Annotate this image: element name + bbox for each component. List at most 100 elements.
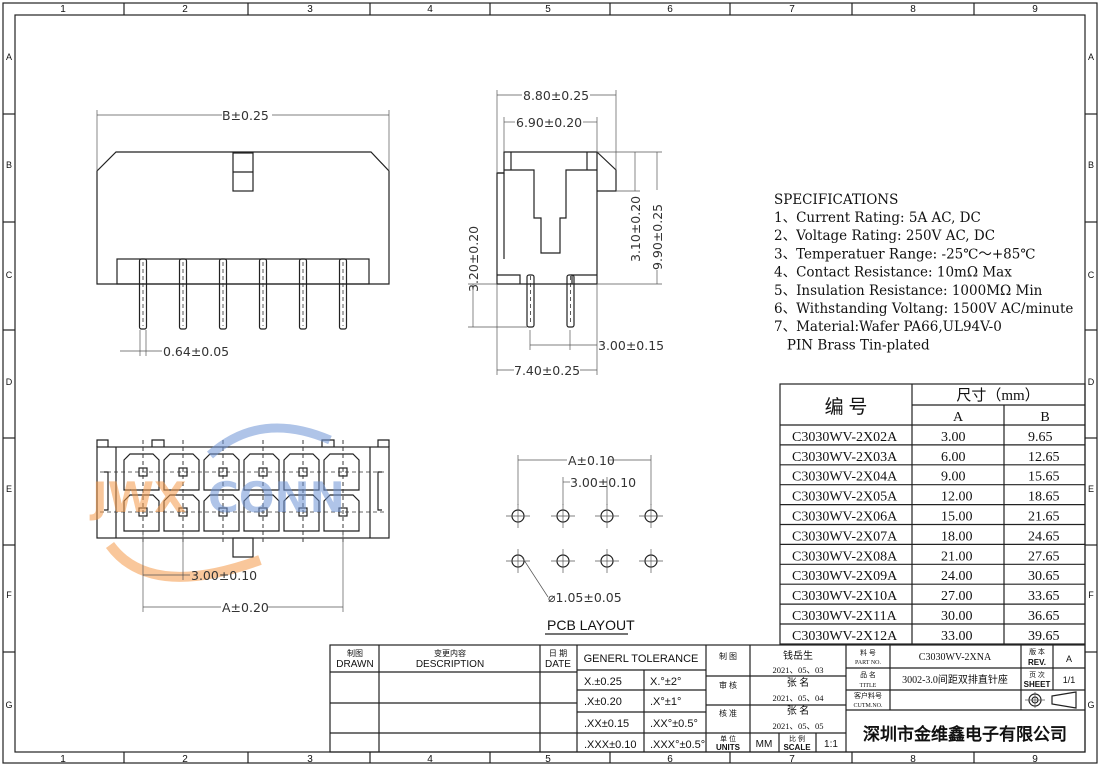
- pcb-hole: [639, 504, 663, 528]
- part-number-cell: C3030WV-2X08A: [792, 549, 898, 564]
- part-number-cell: C3030WV-2X03A: [792, 450, 898, 465]
- side-view: 8.80±0.25 6.90±0.20 3.10±0.20 9.90±0.25 …: [466, 88, 665, 378]
- linear-tolerance: .XXX±0.10: [584, 739, 637, 751]
- dimension-b-cell: 18.65: [1028, 490, 1060, 505]
- linear-tolerance: .XX±0.15: [584, 718, 629, 730]
- terminal-cavity: [243, 440, 280, 545]
- pcb-hole: [506, 549, 530, 573]
- spec-title: SPECIFICATIONS: [774, 192, 898, 208]
- sheet-value: 1/1: [1063, 675, 1076, 685]
- inner-width-dim: 6.90±0.20: [516, 115, 582, 130]
- bottom-span-dim: A±0.20: [222, 600, 269, 615]
- pin: [218, 258, 228, 330]
- scale-en: SCALE: [783, 743, 811, 752]
- spec-line: 1、Current Rating: 5A AC, DC: [774, 210, 981, 226]
- dimension-b-cell: 21.65: [1028, 510, 1060, 525]
- pcb-hole: [551, 549, 575, 573]
- title-cn: 品 名: [860, 670, 876, 679]
- column-marker-top: 3: [307, 4, 313, 15]
- pin: [258, 258, 268, 330]
- dimension-a-cell: 27.00: [941, 589, 973, 604]
- dimension-a-cell: 21.00: [941, 549, 973, 564]
- tolerance-title: GENERL TOLERANCE: [584, 653, 699, 665]
- pcb-layout-title: PCB LAYOUT: [547, 617, 635, 633]
- dimension-b-cell: 30.65: [1028, 569, 1060, 584]
- spec-line: PIN Brass Tin-plated: [774, 337, 930, 353]
- col-b-header: B: [1040, 410, 1049, 425]
- linear-tolerance: .X±0.20: [584, 696, 622, 708]
- approve-label: 核 准: [719, 708, 737, 718]
- title-block: 制图 DRAWN 变更内容 DESCRIPTION 日 期 DATE GENER…: [329, 644, 1086, 753]
- part-number-cell: C3030WV-2X11A: [792, 609, 898, 624]
- row-marker-right: D: [1088, 377, 1095, 387]
- drawn-label: 制 图: [719, 651, 737, 661]
- row-pitch-dim: 3.00±0.15: [598, 338, 664, 353]
- pin: [138, 258, 148, 330]
- col-a-header: A: [953, 410, 964, 425]
- dimension-b-cell: 15.65: [1028, 470, 1060, 485]
- dimension-b-cell: 33.65: [1028, 589, 1060, 604]
- part-number-cell: C3030WV-2X10A: [792, 589, 898, 604]
- check-date: 2021、05、04: [772, 693, 824, 703]
- column-marker-top: 7: [789, 4, 795, 15]
- row-marker-left: A: [6, 52, 12, 62]
- row-marker-left: G: [5, 700, 12, 710]
- column-marker-bottom: 7: [789, 754, 795, 765]
- part-number-cell: C3030WV-2X04A: [792, 470, 898, 485]
- dimension-a-cell: 15.00: [941, 510, 973, 525]
- approved-by: 张 名: [787, 704, 810, 717]
- rev-value: A: [1066, 654, 1072, 664]
- column-marker-top: 4: [427, 4, 433, 15]
- spec-line: 7、Material:Wafer PA66,UL94V-0: [774, 319, 1002, 335]
- dimension-a-cell: 30.00: [941, 609, 973, 624]
- sheet-cn: 页 次: [1029, 670, 1045, 679]
- angular-tolerance: X.°±2°: [650, 676, 681, 688]
- dimension-b-cell: 27.65: [1028, 549, 1060, 564]
- dimension-a-cell: 6.00: [941, 450, 966, 465]
- column-marker-bottom: 8: [910, 754, 916, 765]
- angular-tolerance: .XX°±0.5°: [650, 718, 698, 730]
- drawn-by: 钱岳生: [783, 649, 813, 662]
- pcb-pitch-dim: 3.00±0.10: [570, 475, 636, 490]
- row-marker-left: C: [6, 270, 13, 280]
- jwxconn-watermark: JWX CONN: [89, 423, 345, 582]
- date-cn: 日 期: [549, 649, 567, 658]
- sheet-en: SHEET: [1024, 680, 1051, 689]
- column-marker-bottom: 4: [427, 754, 433, 765]
- column-marker-top: 2: [182, 4, 188, 15]
- dimension-a-cell: 9.00: [941, 470, 966, 485]
- rev-en: REV.: [1028, 658, 1046, 667]
- scale-cn: 比 例: [789, 734, 805, 743]
- part-no-cn: 料 号: [860, 648, 876, 657]
- part-number-cell: C3030WV-2X05A: [792, 490, 898, 505]
- drawn-cn: 制图: [347, 648, 363, 658]
- pcb-hole: [506, 504, 530, 528]
- dimension-a-cell: 12.00: [941, 490, 973, 505]
- column-marker-top: 8: [910, 4, 916, 15]
- pcb-span-dim: A±0.10: [568, 453, 615, 468]
- description-cn: 变更内容: [434, 648, 466, 658]
- row-marker-left: E: [6, 484, 12, 494]
- specifications: SPECIFICATIONS 1、Current Rating: 5A AC, …: [774, 192, 1073, 353]
- table-row: C3030WV-2X05A 12.00 18.65: [780, 490, 1085, 506]
- column-marker-top: 5: [545, 4, 551, 15]
- row-marker-right: A: [1088, 52, 1094, 62]
- company-name: 深圳市金维鑫电子有限公司: [863, 724, 1067, 744]
- column-marker-top: 9: [1032, 4, 1038, 15]
- units-cn: 单 位: [720, 734, 736, 743]
- bottom-view: JWX CONN 3.00±0.10 A±0.20: [89, 423, 390, 615]
- part-number-header: 编 号: [825, 396, 868, 418]
- column-marker-bottom: 2: [182, 754, 188, 765]
- svg-text:CONN: CONN: [208, 473, 345, 522]
- row-marker-right: G: [1087, 700, 1094, 710]
- row-marker-left: D: [6, 377, 13, 387]
- units-en: UNITS: [716, 743, 741, 752]
- angular-tolerance: .X°±1°: [650, 696, 681, 708]
